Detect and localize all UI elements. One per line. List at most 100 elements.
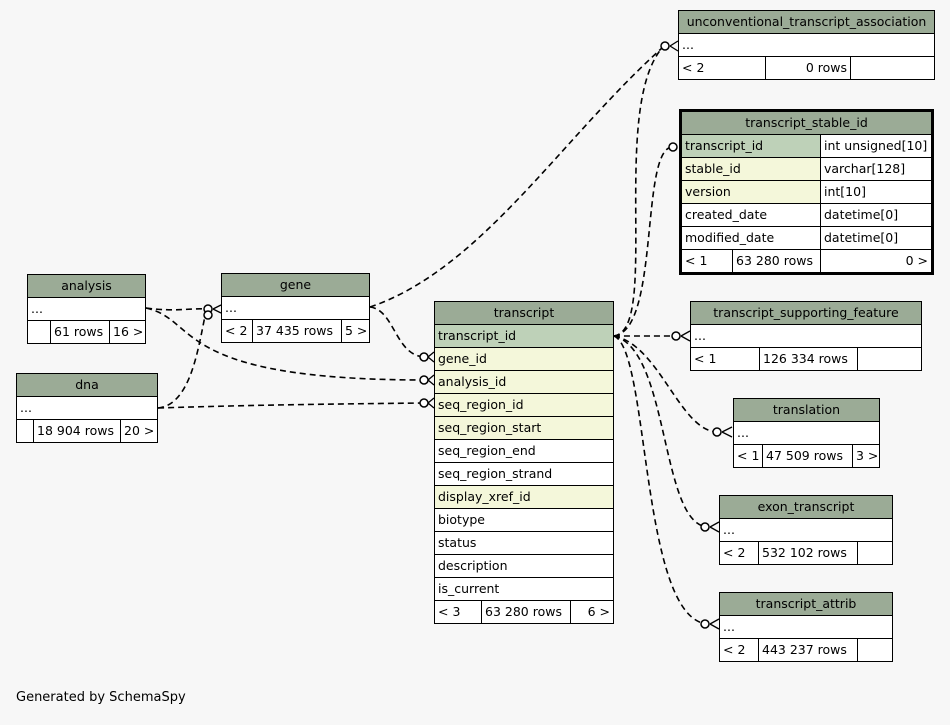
column-placeholder: ... <box>679 34 934 57</box>
column-row: description <box>435 555 613 578</box>
link-gene-uta <box>369 47 663 308</box>
optional-marker <box>671 331 681 341</box>
column-placeholder: ... <box>734 422 879 445</box>
parents-count[interactable] <box>28 321 50 343</box>
row-count: 532 102 rows <box>758 542 857 564</box>
table-title[interactable]: transcript <box>435 302 613 325</box>
children-count[interactable] <box>850 57 934 79</box>
optional-marker <box>700 619 710 629</box>
table-title[interactable]: gene <box>222 274 369 297</box>
table-title[interactable]: transcript_stable_id <box>682 112 931 135</box>
column-row: analysis_id <box>435 371 613 394</box>
table-footer: 61 rows 16 > <box>28 321 145 343</box>
crowfoot-marker <box>709 521 720 533</box>
table-translation[interactable]: translation ... < 1 47 509 rows 3 > <box>733 398 880 468</box>
children-count[interactable] <box>857 542 892 564</box>
children-count[interactable]: 6 > <box>570 601 613 623</box>
column-name: stable_id <box>685 161 741 176</box>
column-row: seq_region_id <box>435 394 613 417</box>
optional-marker <box>712 427 722 437</box>
table-transcript[interactable]: transcript transcript_id gene_id analysi… <box>434 301 614 624</box>
parents-count[interactable]: < 1 <box>737 448 760 463</box>
column-row: gene_id <box>435 348 613 371</box>
column-placeholder: ... <box>17 397 157 420</box>
column-placeholder: ... <box>720 519 892 542</box>
optional-marker <box>419 375 429 385</box>
column-row: is_current <box>435 578 613 601</box>
column-row: transcript_id <box>435 325 613 348</box>
column-type: datetime[0] <box>820 227 931 249</box>
row-count: 47 509 rows <box>762 445 852 467</box>
column-placeholder: ... <box>28 298 145 321</box>
link-transcript-stable-id <box>613 146 673 337</box>
parents-count[interactable]: < 1 <box>694 351 717 366</box>
parents-count[interactable] <box>17 420 33 442</box>
children-count[interactable]: 0 > <box>820 250 931 272</box>
table-exon-transcript[interactable]: exon_transcript ... < 2 532 102 rows <box>719 495 893 565</box>
column-type: varchar[128] <box>820 158 931 180</box>
table-transcript-supporting-feature[interactable]: transcript_supporting_feature ... < 1 12… <box>690 301 922 371</box>
column-row: seq_region_start <box>435 417 613 440</box>
row-count: 18 904 rows <box>33 420 120 442</box>
link-analysis-gene <box>145 307 206 311</box>
row-count: 443 237 rows <box>758 639 857 661</box>
crowfoot-marker <box>427 374 435 386</box>
crowfoot-marker <box>669 40 679 52</box>
link-transcript-translation <box>613 335 719 433</box>
table-title[interactable]: dna <box>17 374 157 397</box>
table-analysis[interactable]: analysis ... 61 rows 16 > <box>27 274 146 344</box>
children-count[interactable]: 5 > <box>341 320 369 342</box>
link-dna-gene <box>157 315 206 409</box>
column-type: int[10] <box>820 181 931 203</box>
row-count: 0 rows <box>765 57 850 79</box>
table-title[interactable]: unconventional_transcript_association <box>679 11 934 34</box>
column-row: biotype <box>435 509 613 532</box>
column-row: seq_region_strand <box>435 463 613 486</box>
parents-count[interactable]: < 1 <box>685 253 708 268</box>
children-count[interactable]: 20 > <box>120 420 157 442</box>
table-title[interactable]: exon_transcript <box>720 496 892 519</box>
parents-count[interactable]: < 2 <box>682 60 705 75</box>
table-transcript-attrib[interactable]: transcript_attrib ... < 2 443 237 rows <box>719 592 893 662</box>
optional-marker <box>419 398 429 408</box>
column-row: display_xref_id <box>435 486 613 509</box>
crowfoot-marker <box>721 426 733 438</box>
row-count: 63 280 rows <box>481 601 570 623</box>
table-footer: < 1 63 280 rows 0 > <box>682 250 931 272</box>
table-dna[interactable]: dna ... 18 904 rows 20 > <box>16 373 158 443</box>
optional-marker <box>700 522 710 532</box>
children-count[interactable]: 16 > <box>109 321 145 343</box>
table-title[interactable]: transcript_attrib <box>720 593 892 616</box>
crowfoot-marker <box>680 330 691 342</box>
table-gene[interactable]: gene ... < 2 37 435 rows 5 > <box>221 273 370 343</box>
column-name: version <box>685 184 731 199</box>
table-footer: < 1 47 509 rows 3 > <box>734 445 879 467</box>
table-title[interactable]: transcript_supporting_feature <box>691 302 921 325</box>
optional-marker <box>660 41 670 51</box>
row-count: 63 280 rows <box>732 250 820 272</box>
parents-count[interactable]: < 2 <box>723 545 746 560</box>
column-placeholder: ... <box>720 616 892 639</box>
optional-marker <box>668 142 678 152</box>
generated-by-credit: Generated by SchemaSpy <box>16 690 186 705</box>
optional-marker <box>419 352 429 362</box>
column-row: version int[10] <box>682 181 931 204</box>
children-count[interactable]: 3 > <box>852 445 879 467</box>
parents-count[interactable]: < 2 <box>225 323 248 338</box>
table-title[interactable]: translation <box>734 399 879 422</box>
parents-count[interactable]: < 3 <box>438 604 461 619</box>
children-count[interactable] <box>857 348 921 370</box>
column-row: status <box>435 532 613 555</box>
table-footer: 18 904 rows 20 > <box>17 420 157 442</box>
children-count[interactable] <box>857 639 892 661</box>
column-row: stable_id varchar[128] <box>682 158 931 181</box>
parents-count[interactable]: < 2 <box>723 642 746 657</box>
column-placeholder: ... <box>691 325 921 348</box>
table-unconventional-transcript-association[interactable]: unconventional_transcript_association ..… <box>678 10 935 80</box>
table-footer: < 3 63 280 rows 6 > <box>435 601 613 623</box>
table-title[interactable]: analysis <box>28 275 145 298</box>
